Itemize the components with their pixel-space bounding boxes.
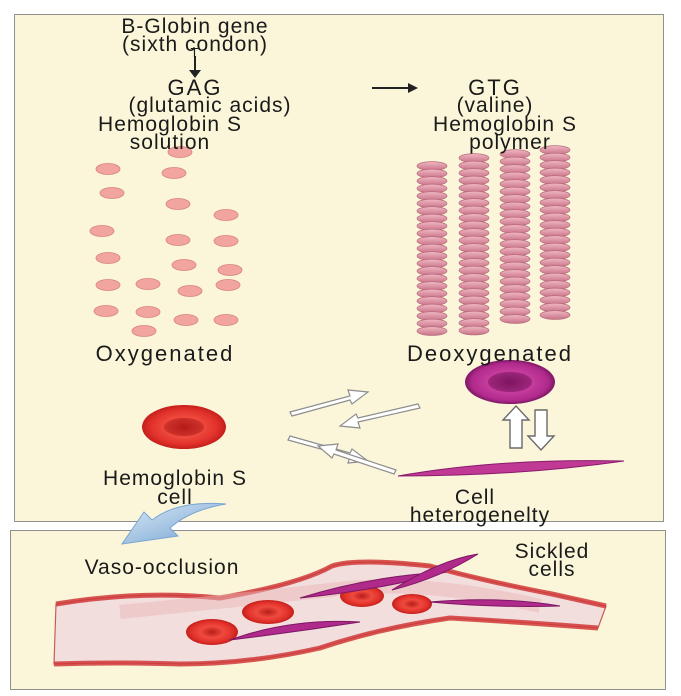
hbs-cell-sublabel: cell (157, 486, 193, 509)
equilibrium-arrow-upper (289, 389, 421, 429)
heterogeneity-sublabel: heterogenelty (409, 504, 551, 527)
codon-to-label: GTG (468, 75, 522, 100)
hbs-polymer-fibers (416, 145, 571, 336)
codon-to-desc: (valine) (456, 94, 534, 117)
polymer-disc (499, 314, 531, 324)
vaso-occlusion-label: Vaso-occlusion (84, 556, 240, 579)
hbs-solution-sublabel: solution (129, 131, 211, 154)
deoxygenated-label: Deoxygenated (407, 341, 573, 366)
hemoglobin-s-cell (142, 405, 226, 449)
sickle-cell (397, 460, 625, 477)
polymer-disc (416, 326, 448, 336)
hbs-solution-molecules (89, 146, 243, 337)
polymer-disc (539, 310, 571, 320)
deoxygenated-cell (465, 360, 555, 404)
hbs-cell-label: Hemoglobin S (103, 467, 247, 490)
codon-from-label: GAG (167, 75, 223, 100)
hbs-polymer-sublabel: polymer (469, 131, 551, 154)
heterogeneity-label: Cell (454, 486, 496, 509)
up-down-arrows (501, 404, 556, 452)
oxygenated-label: Oxygenated (95, 341, 235, 366)
gene-label: B-Globin gene (121, 15, 269, 38)
codon-from-desc: (glutamic acids) (128, 94, 292, 117)
occluding-sickled-cells (229, 553, 561, 641)
hbs-polymer-label: Hemoglobin S (433, 113, 577, 136)
equilibrium-arrow-lower (287, 435, 397, 475)
vaso-occlusion-arrow-icon (120, 502, 227, 545)
codon-change-arrow (372, 83, 418, 93)
sickled-label: Sickled (514, 540, 590, 563)
occluding-red-cells (186, 585, 432, 645)
hbs-solution-label: Hemoglobin S (98, 113, 242, 136)
mutation-base-label: T (190, 45, 200, 60)
codon-position-label: (sixth condon) (122, 33, 268, 56)
polymer-disc (458, 325, 490, 336)
sickled-sublabel: cells (528, 558, 576, 581)
gene-arrow (189, 56, 201, 78)
